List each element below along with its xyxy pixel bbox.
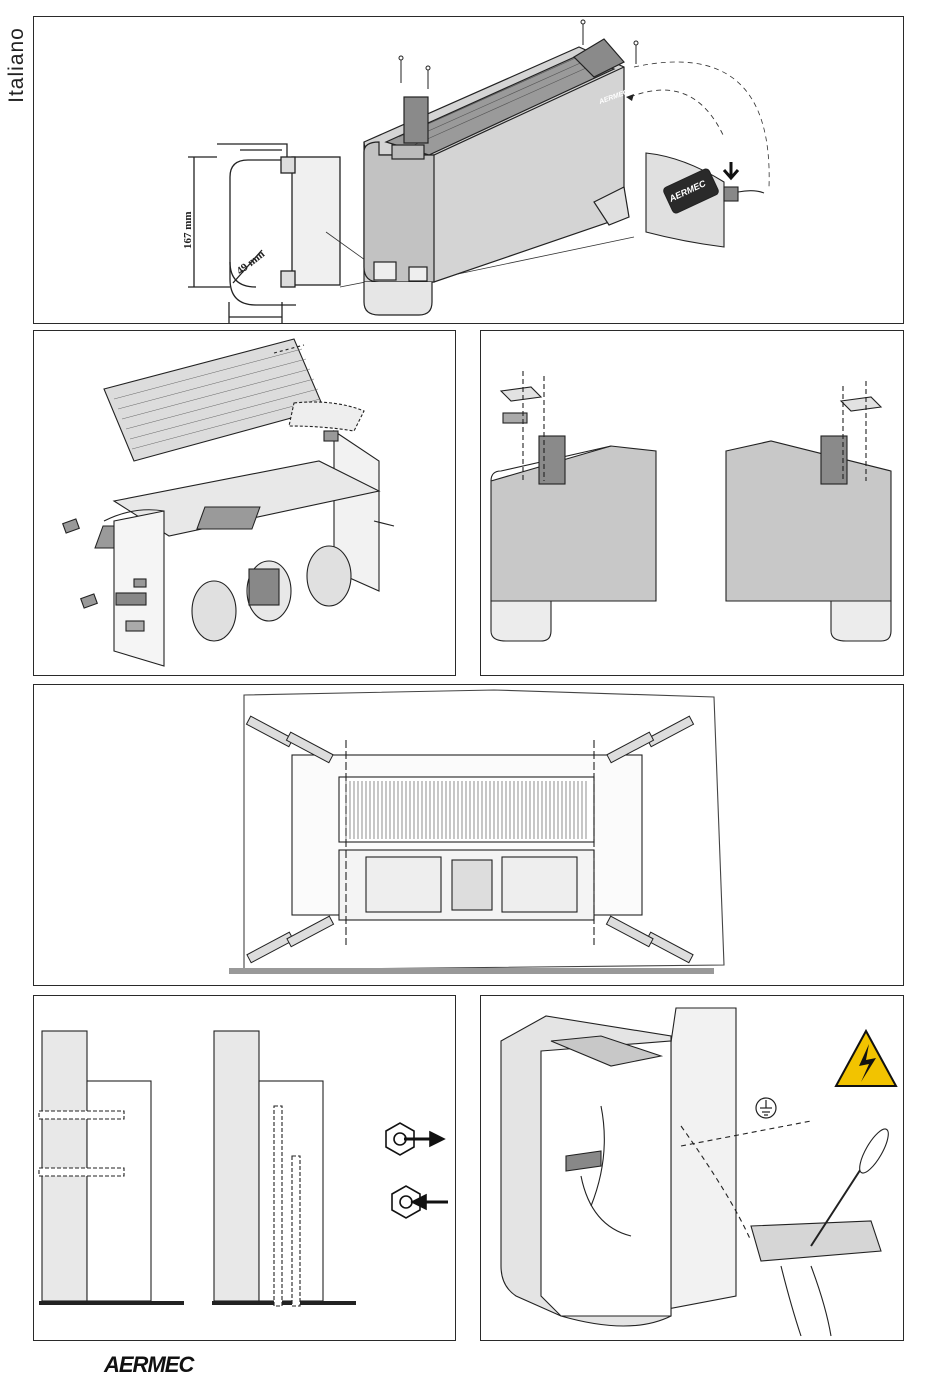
panel-cover-mounting: 167 mm 49 mm bbox=[33, 16, 904, 324]
side-profile-drawing bbox=[188, 144, 340, 323]
electrical-connection-illustration bbox=[481, 996, 904, 1341]
panel-wall-mounting bbox=[33, 684, 904, 986]
front-cover-drawing bbox=[646, 153, 764, 247]
panel-control-panel-mounting bbox=[480, 330, 904, 676]
electrical-hazard-warning-icon bbox=[836, 1031, 896, 1086]
ground-earth-icon bbox=[756, 1098, 776, 1118]
coil-fin-lines bbox=[346, 781, 586, 839]
aermec-footer-logo: AERMEC bbox=[104, 1352, 193, 1378]
dimension-height: 167 mm bbox=[182, 211, 194, 249]
dimension-radius: 49 mm bbox=[234, 248, 267, 277]
terminal-block-drawing bbox=[751, 1125, 893, 1336]
wall-mounting-illustration bbox=[34, 685, 904, 986]
fan-coil-unit-drawing bbox=[364, 39, 629, 315]
control-panel-mounting-illustration bbox=[481, 331, 904, 676]
panel-hydraulic-connections bbox=[33, 995, 456, 1341]
language-label-text: Italiano bbox=[5, 10, 29, 120]
panel-electrical-connections bbox=[480, 995, 904, 1341]
panel-exploded-internals bbox=[33, 330, 456, 676]
language-side-label: Italiano bbox=[2, 8, 24, 118]
hydraulic-connection-illustration bbox=[34, 996, 456, 1341]
cover-mounting-illustration: 167 mm 49 mm bbox=[34, 17, 904, 324]
exploded-view-illustration bbox=[34, 331, 456, 676]
inlet-outlet-arrow-icons bbox=[386, 1123, 448, 1218]
